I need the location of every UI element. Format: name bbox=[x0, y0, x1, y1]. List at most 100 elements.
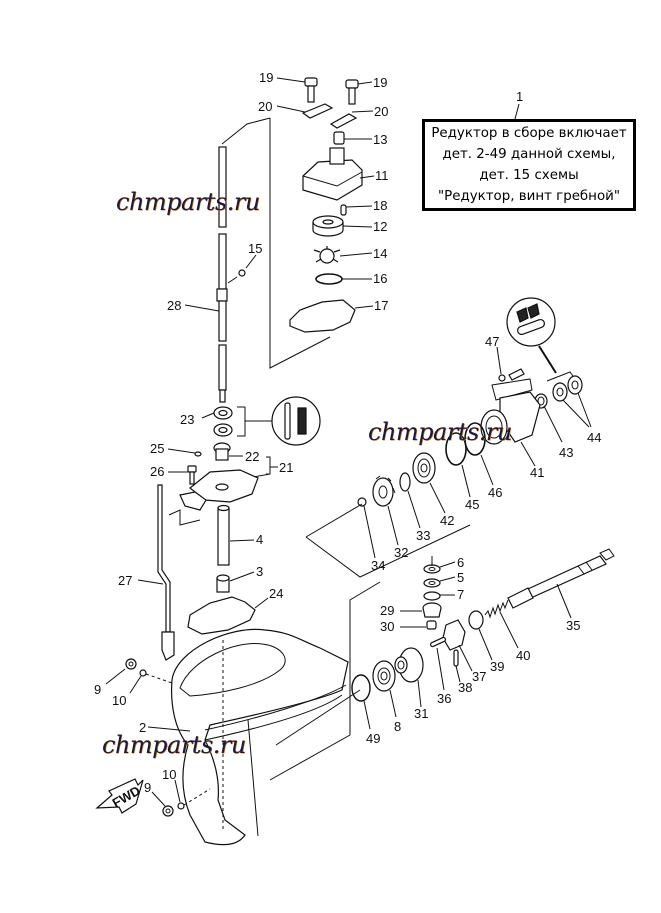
callout-33: 33 bbox=[416, 528, 430, 543]
callout-31: 31 bbox=[414, 706, 428, 721]
callout-9-upper: 9 bbox=[94, 682, 101, 697]
callout-4: 4 bbox=[256, 532, 263, 547]
note-line-4: "Редуктор, винт гребной" bbox=[438, 189, 620, 204]
callout-25: 25 bbox=[150, 441, 164, 456]
callout-3: 3 bbox=[256, 564, 263, 579]
pump-housing-11 bbox=[302, 147, 363, 201]
collar-13 bbox=[333, 131, 345, 145]
watermark-middle-right: chmparts.ru bbox=[368, 418, 512, 446]
callout-21: 21 bbox=[279, 460, 293, 475]
dowel-18 bbox=[340, 204, 347, 216]
callout-9-lower: 9 bbox=[144, 780, 151, 795]
shift-rod-27 bbox=[157, 484, 175, 661]
watermark-bottom-left: chmparts.ru bbox=[102, 731, 246, 759]
callout-20-left: 20 bbox=[258, 99, 272, 114]
callout-35: 35 bbox=[566, 618, 580, 633]
gasket-24 bbox=[187, 596, 256, 635]
callout-15: 15 bbox=[248, 241, 262, 256]
callout-11: 11 bbox=[375, 168, 389, 183]
assembly-note: Редуктор в сборе включает дет. 2-49 данн… bbox=[422, 119, 636, 211]
callout-24: 24 bbox=[269, 586, 283, 601]
callout-13: 13 bbox=[373, 132, 387, 147]
callout-23: 23 bbox=[180, 412, 194, 427]
bearing-housing-41 bbox=[480, 391, 541, 445]
callout-16: 16 bbox=[373, 271, 387, 286]
callout-20-right: 20 bbox=[374, 104, 388, 119]
washer-5 bbox=[423, 578, 441, 588]
plunger-36 bbox=[429, 636, 447, 648]
callout-37: 37 bbox=[472, 669, 486, 684]
circlip-15 bbox=[238, 269, 246, 277]
bolt-9-lower bbox=[162, 805, 174, 817]
drive-shaft-28 bbox=[216, 146, 228, 403]
callout-22: 22 bbox=[245, 449, 259, 464]
callout-30: 30 bbox=[380, 619, 394, 634]
callout-41: 41 bbox=[530, 465, 544, 480]
note-line-3: дет. 15 схемы bbox=[479, 168, 579, 183]
callout-43: 43 bbox=[559, 445, 573, 460]
clip-39 bbox=[468, 610, 484, 630]
seal-44-a bbox=[552, 382, 568, 402]
water-tube-4 bbox=[217, 504, 230, 566]
nut-30 bbox=[426, 620, 437, 630]
shim-33 bbox=[399, 472, 411, 492]
callout-1: 1 bbox=[516, 89, 523, 104]
watermark-top-left: chmparts.ru bbox=[116, 188, 260, 216]
impeller-14 bbox=[313, 246, 341, 264]
callout-46: 46 bbox=[488, 485, 502, 500]
bolt-26 bbox=[187, 465, 197, 485]
callout-45: 45 bbox=[465, 497, 479, 512]
bolt-47 bbox=[508, 368, 525, 381]
callout-34: 34 bbox=[371, 558, 385, 573]
callout-18: 18 bbox=[373, 198, 387, 213]
note-line-1: Редуктор в сборе включает bbox=[431, 126, 627, 141]
callout-14: 14 bbox=[373, 246, 387, 261]
shim-49 bbox=[351, 674, 371, 702]
washer-34 bbox=[357, 497, 367, 507]
callout-10-lower: 10 bbox=[162, 767, 176, 782]
callout-7: 7 bbox=[457, 587, 464, 602]
pin-38 bbox=[453, 649, 459, 667]
bearing-23-upper bbox=[213, 406, 233, 420]
bolt-19-left bbox=[304, 77, 318, 103]
lower-casing-2 bbox=[170, 628, 349, 846]
forward-gear-31 bbox=[394, 647, 424, 683]
bearing-8 bbox=[372, 660, 396, 692]
callout-5: 5 bbox=[457, 570, 464, 585]
propeller-shaft-35 bbox=[507, 548, 615, 609]
clutch-dog-37 bbox=[442, 619, 466, 651]
callout-42: 42 bbox=[440, 513, 454, 528]
callout-27: 27 bbox=[118, 573, 132, 588]
callout-36: 36 bbox=[437, 691, 451, 706]
cartridge-12 bbox=[312, 215, 344, 237]
callout-32: 32 bbox=[394, 545, 408, 560]
bearing-42 bbox=[412, 452, 436, 484]
callout-12: 12 bbox=[373, 219, 387, 234]
callout-40: 40 bbox=[516, 648, 530, 663]
callout-8: 8 bbox=[394, 719, 401, 734]
fwd-arrow-icon: FWD bbox=[95, 778, 144, 814]
note-line-2: дет. 2-49 данной схемы, bbox=[442, 147, 616, 162]
o-ring-16 bbox=[315, 273, 343, 285]
housing-21 bbox=[179, 469, 259, 511]
bush-3 bbox=[216, 574, 230, 593]
washer-10-lower bbox=[177, 802, 185, 810]
callout-10-upper: 10 bbox=[112, 693, 126, 708]
reverse-gear-32 bbox=[372, 475, 396, 507]
bearing-23-lower bbox=[213, 423, 233, 437]
washer-10-upper bbox=[139, 669, 147, 677]
callout-28: 28 bbox=[167, 298, 181, 313]
callout-6: 6 bbox=[457, 555, 464, 570]
washer-25 bbox=[194, 451, 202, 457]
callout-26: 26 bbox=[150, 464, 164, 479]
callout-39: 39 bbox=[490, 659, 504, 674]
detail-inset-44 bbox=[506, 297, 556, 347]
callout-19-left: 19 bbox=[259, 70, 273, 85]
spring-40 bbox=[484, 599, 509, 619]
plate-20-right bbox=[329, 113, 358, 129]
plate-17 bbox=[289, 299, 356, 333]
callout-29: 29 bbox=[380, 603, 394, 618]
callout-19-right: 19 bbox=[373, 75, 387, 90]
callout-labels: 19 19 20 20 13 11 18 12 14 16 1 7 15 28 2… bbox=[94, 70, 601, 795]
